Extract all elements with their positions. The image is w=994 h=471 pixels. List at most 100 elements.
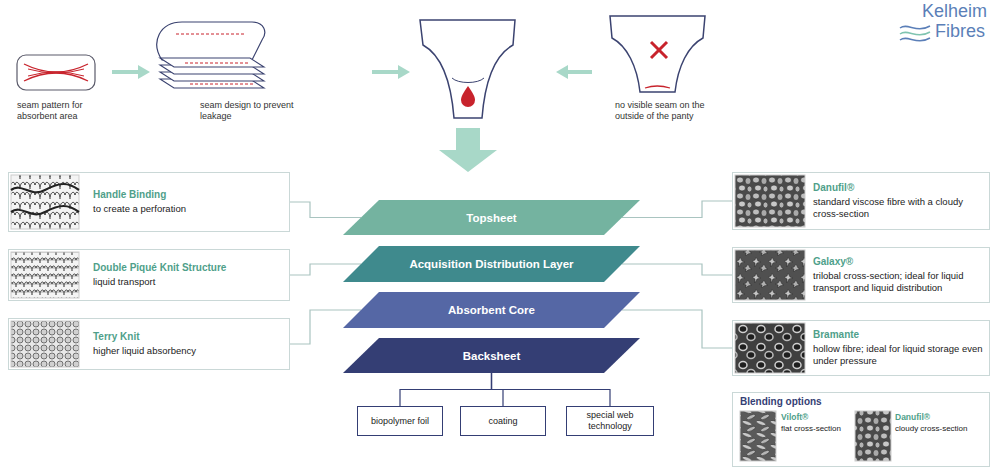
box-title: Handle Binding bbox=[93, 189, 283, 202]
liquid-drop bbox=[461, 86, 475, 107]
logo-text: Fibres bbox=[935, 22, 991, 40]
logo-wave bbox=[900, 32, 930, 35]
box-description: higher liquid absorbency bbox=[93, 345, 283, 357]
material-box: biopolymer foil bbox=[357, 406, 443, 436]
step-caption: no visible seam on the outside of the pa… bbox=[615, 100, 733, 123]
fibre-micrograph bbox=[735, 175, 805, 227]
text-group: Terry Knithigher liquid absorbency bbox=[93, 331, 283, 356]
fibre-micrograph bbox=[735, 250, 805, 300]
layer-name: Topsheet bbox=[466, 212, 516, 224]
logo-wave bbox=[900, 38, 930, 41]
text-group: special web technology bbox=[571, 410, 649, 432]
panty-outline bbox=[420, 20, 515, 118]
text-group: Acquisition Distribution Layer bbox=[409, 258, 573, 270]
layer-name: Absorbent Core bbox=[448, 304, 535, 316]
fabric-fold bbox=[157, 22, 265, 60]
cross-mark bbox=[651, 42, 667, 58]
fibre-micrograph bbox=[855, 411, 891, 461]
process-arrow bbox=[112, 70, 140, 74]
seam-line bbox=[645, 86, 670, 88]
fibre-info-box: Bramantehollow fibre; ideal for liquid s… bbox=[732, 320, 990, 376]
material-box: coating bbox=[460, 406, 546, 436]
box-description: flat cross-section bbox=[781, 424, 849, 434]
fabric-layer bbox=[160, 58, 264, 67]
box-title: Danufil® bbox=[895, 412, 985, 423]
logo-text: Kelheim bbox=[922, 2, 992, 20]
panel-heading: Blending options bbox=[740, 396, 982, 409]
box-description: standard viscose fibre with a cloudy cro… bbox=[813, 196, 983, 220]
arrow-head bbox=[556, 65, 568, 79]
seam-line bbox=[185, 63, 248, 64]
fibre-micrograph bbox=[740, 411, 776, 461]
parallelogram bbox=[343, 200, 640, 235]
knit-info-box: Double Piqué Knit Structureliquid transp… bbox=[8, 249, 290, 301]
box-title: Bramante bbox=[813, 329, 983, 342]
seam-line bbox=[190, 84, 254, 85]
text-group: biopolymer foil bbox=[371, 416, 429, 427]
terry-image bbox=[11, 321, 79, 367]
blending-panel: Blending optionsViloft®flat cross-sectio… bbox=[732, 392, 990, 467]
blend-fibre-box: Danufil®cloudy cross-section bbox=[893, 410, 987, 462]
flow-arrow bbox=[439, 128, 497, 172]
text-group: Handle Bindingto create a perforation bbox=[93, 189, 283, 214]
box-description: trilobal cross-section; ideal for liquid… bbox=[813, 270, 983, 294]
material-name: special web technology bbox=[571, 410, 649, 432]
layer-name: Acquisition Distribution Layer bbox=[409, 258, 573, 270]
text-group: Absorbent Core bbox=[448, 304, 535, 316]
panty-outline bbox=[610, 16, 705, 92]
text-group: coating bbox=[488, 416, 517, 427]
arrow-head bbox=[138, 65, 150, 79]
seam-line bbox=[176, 34, 246, 35]
connector-line bbox=[622, 264, 732, 275]
logo-wave bbox=[900, 26, 930, 29]
knit-info-box: Handle Bindingto create a perforation bbox=[8, 172, 290, 232]
material-box: special web technology bbox=[566, 406, 654, 436]
seam-line bbox=[24, 64, 88, 72]
connector-line bbox=[622, 310, 732, 348]
parallelogram bbox=[343, 246, 640, 282]
connector-line bbox=[290, 202, 361, 218]
layer-band: Absorbent Core bbox=[343, 292, 640, 328]
fibre-info-box: Danufil®standard viscose fibre with a cl… bbox=[732, 172, 990, 230]
text-group: Blending options bbox=[740, 396, 982, 409]
gusset-line bbox=[452, 78, 484, 83]
blend-fibre-box: Viloft®flat cross-section bbox=[779, 410, 851, 462]
box-title: Viloft® bbox=[781, 412, 849, 423]
box-description: liquid transport bbox=[93, 276, 283, 288]
box-title: Galaxy® bbox=[813, 256, 983, 269]
layer-band: Topsheet bbox=[343, 200, 640, 235]
text-group: Viloft®flat cross-section bbox=[781, 412, 849, 434]
fabric-swatch bbox=[17, 55, 95, 90]
text-group: Galaxy®trilobal cross-section; ideal for… bbox=[813, 256, 983, 293]
fibre-micrograph bbox=[735, 323, 805, 373]
arrow-head bbox=[398, 65, 410, 79]
text-group: Double Piqué Knit Structureliquid transp… bbox=[93, 262, 283, 287]
parallelogram bbox=[343, 292, 640, 328]
knit-image bbox=[11, 252, 79, 298]
text-group: Danufil®standard viscose fibre with a cl… bbox=[813, 182, 983, 219]
box-title: Terry Knit bbox=[93, 331, 283, 344]
binding-thread bbox=[11, 184, 79, 192]
cross-mark bbox=[651, 42, 667, 58]
binding-thread bbox=[11, 206, 79, 214]
step-caption: seam pattern for absorbent area bbox=[17, 100, 117, 123]
knit-image bbox=[11, 175, 79, 229]
connector-line bbox=[492, 373, 611, 406]
text-group: Backsheet bbox=[463, 350, 521, 362]
seam-line bbox=[28, 72, 84, 76]
step-caption: seam design to prevent leakage bbox=[200, 100, 310, 123]
material-name: coating bbox=[488, 416, 517, 427]
box-title: Double Piqué Knit Structure bbox=[93, 262, 283, 275]
layer-band: Acquisition Distribution Layer bbox=[343, 246, 640, 282]
box-description: to create a perforation bbox=[93, 203, 283, 215]
text-group: Topsheet bbox=[466, 212, 516, 224]
connector-line bbox=[622, 201, 732, 218]
seam-line bbox=[24, 73, 88, 81]
connector-line bbox=[400, 373, 492, 406]
layer-name: Backsheet bbox=[463, 350, 521, 362]
box-title: Danufil® bbox=[813, 182, 983, 195]
